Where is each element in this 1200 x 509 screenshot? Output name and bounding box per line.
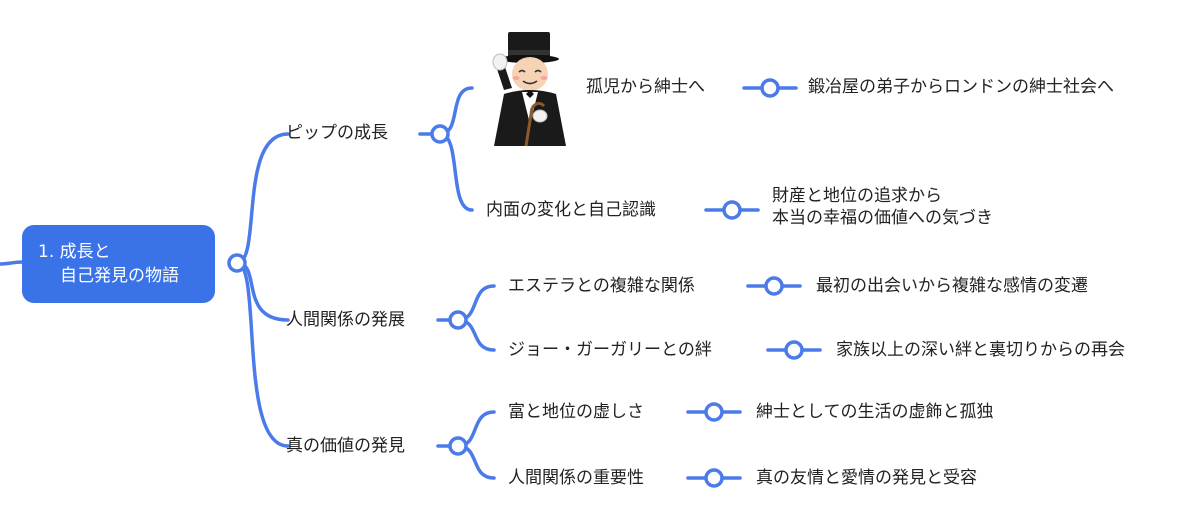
child-node-estella[interactable]: エステラとの複雑な関係 <box>508 276 695 296</box>
detail-node-1[interactable]: 鍛冶屋の弟子からロンドンの紳士社会へ <box>808 77 1114 97</box>
detail-node-4[interactable]: 家族以上の深い絆と裏切りからの再会 <box>836 340 1125 360</box>
branch3-collapse-handle <box>448 436 468 456</box>
detail-node-2[interactable]: 財産と地位の追求から 本当の幸福の価値への気づき <box>772 185 993 229</box>
detail-handle-3 <box>764 276 784 296</box>
detail-handle-4 <box>784 340 804 360</box>
child-node-emptiness-of-wealth[interactable]: 富と地位の虚しさ <box>508 402 644 422</box>
child-node-importance-of-relations[interactable]: 人間関係の重要性 <box>508 468 644 488</box>
connector-root-branch1 <box>235 132 290 265</box>
child-node-joe-gargery[interactable]: ジョー・ガーガリーとの絆 <box>508 340 712 360</box>
detail-handle-2 <box>722 200 742 220</box>
child-node-inner-change[interactable]: 内面の変化と自己認識 <box>486 200 656 220</box>
root-node[interactable]: 1. 成長と 自己発見の物語 <box>22 225 215 303</box>
detail-node-3[interactable]: 最初の出会いから複雑な感情の変遷 <box>816 276 1088 296</box>
branch2-collapse-handle <box>448 310 468 330</box>
detail-handle-5 <box>704 402 724 422</box>
root-collapse-handle <box>227 253 247 273</box>
branch-node-true-value[interactable]: 真の価値の発見 <box>286 436 405 456</box>
detail-handle-6 <box>704 468 724 488</box>
branch-node-relationships[interactable]: 人間関係の発展 <box>286 310 405 330</box>
gentleman-in-top-hat-icon <box>492 32 566 147</box>
detail-node-5[interactable]: 紳士としての生活の虚飾と孤独 <box>756 402 994 422</box>
root-line-1: 1. 成長と <box>38 242 111 262</box>
detail-node-6[interactable]: 真の友情と愛情の発見と受容 <box>756 468 977 488</box>
detail-node-2-line-2: 本当の幸福の価値への気づき <box>772 208 993 228</box>
detail-node-2-line-1: 財産と地位の追求から <box>772 186 942 206</box>
branch-node-pip-growth[interactable]: ピップの成長 <box>286 123 388 143</box>
root-lead-line <box>0 260 24 266</box>
connector-branch1-child2 <box>438 132 474 212</box>
connector-root-branch3 <box>235 261 290 448</box>
root-line-2: 自己発見の物語 <box>60 266 179 286</box>
detail-handle-1 <box>760 78 780 98</box>
child-node-orphan-to-gentleman[interactable]: 孤児から紳士へ <box>586 77 705 97</box>
branch1-collapse-handle <box>430 124 450 144</box>
